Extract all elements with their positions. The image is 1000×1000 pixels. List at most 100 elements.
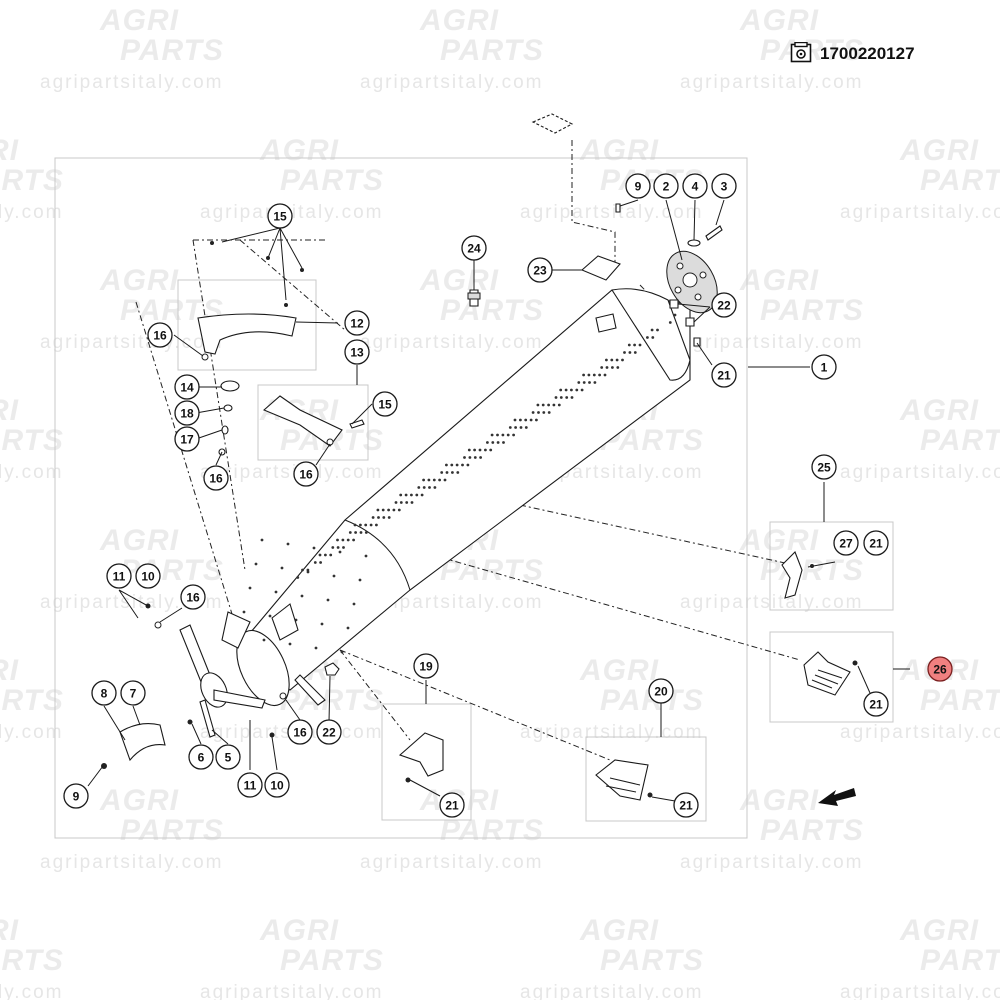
rivet-hole [638,343,642,347]
callout-3[interactable]: 3 [711,173,737,199]
rivet-hole [260,538,264,542]
callout-12[interactable]: 12 [344,310,370,336]
callout-label: 21 [717,369,731,383]
rivet-hole [490,433,494,437]
rivet-hole [588,381,591,384]
rivet-hole [600,366,604,369]
watermark-logo-text: PARTS [440,34,544,67]
callout-9[interactable]: 9 [63,783,89,809]
watermark-logo-text: AGRI [0,394,19,427]
callout-16[interactable]: 16 [287,719,313,745]
rivet-hole [463,456,466,459]
callout-4[interactable]: 4 [682,173,708,199]
watermark-logo-text: PARTS [920,164,1000,197]
rivet-hole [359,523,362,527]
callout-6[interactable]: 6 [188,744,214,770]
rivet-hole [331,546,335,549]
watermark-logo-text: PARTS [600,944,704,977]
callout-label: 4 [692,180,699,194]
callout-11[interactable]: 11 [106,563,132,589]
callout-22[interactable]: 22 [711,292,737,318]
callout-19[interactable]: 19 [413,653,439,679]
rivet-hole [461,463,464,467]
callout-16[interactable]: 16 [203,465,229,491]
callout-10[interactable]: 10 [264,772,290,798]
callout-10[interactable]: 10 [135,563,161,589]
callout-label: 17 [180,433,194,447]
callout-21[interactable]: 21 [673,792,699,818]
rivet-hole [377,516,380,519]
callout-16[interactable]: 16 [293,461,319,487]
rivet-hole [382,516,386,519]
rivet-hole [582,381,586,384]
callout-15[interactable]: 15 [372,391,398,417]
watermark-logo-text: AGRI [0,134,19,167]
callout-21[interactable]: 21 [863,530,889,556]
watermark-url-text: agripartsitaly.com [840,462,1000,483]
rivet-hole [519,418,522,422]
rivet-hole [450,463,454,467]
callout-25[interactable]: 25 [811,454,837,480]
callout-17[interactable]: 17 [174,426,200,452]
callout-label: 21 [869,537,883,551]
callout-label: 13 [350,346,364,360]
callout-label: 9 [635,180,642,194]
callout-21[interactable]: 21 [863,691,889,717]
watermark-logo-text: PARTS [0,684,64,717]
rivet-hole [496,433,499,437]
rivet-hole [354,531,357,534]
callout-8[interactable]: 8 [91,680,117,706]
washer-stack [218,380,240,456]
callout-26[interactable]: 26 [927,656,953,682]
rivet-hole [552,403,556,407]
callout-15[interactable]: 15 [267,203,293,229]
watermark-url-text: agripartsitaly.com [40,852,223,873]
rivet-hole [352,538,355,542]
watermark-url-text: agripartsitaly.com [680,852,863,873]
callout-20[interactable]: 20 [648,678,674,704]
callout-11[interactable]: 11 [237,772,263,798]
callout-5[interactable]: 5 [215,744,241,770]
callout-label: 16 [153,329,167,343]
callout-22[interactable]: 22 [316,719,342,745]
callout-13[interactable]: 13 [344,339,370,365]
rivet-hole [432,478,436,482]
rivet-hole [399,493,403,497]
bracket-part-20 [595,759,653,801]
callout-27[interactable]: 27 [833,530,859,556]
callout-label: 25 [817,461,831,475]
callout-9[interactable]: 9 [625,173,651,199]
callout-14[interactable]: 14 [174,374,200,400]
callout-21[interactable]: 21 [711,362,737,388]
watermark-layer: AGRIPARTSagripartsitaly.comAGRIPARTSagri… [0,4,1000,1000]
rivet-hole [392,508,396,512]
catalog-page-icon [790,41,812,64]
tube-holes [236,313,677,654]
rivet-hole [326,598,330,602]
callout-24[interactable]: 24 [461,235,487,261]
rivet-hole [502,441,505,444]
rivet-hole [348,531,352,534]
rivet-hole [422,486,426,489]
callout-16[interactable]: 16 [147,322,173,348]
callout-23[interactable]: 23 [527,257,553,283]
callout-21[interactable]: 21 [439,792,465,818]
callout-label: 9 [73,790,80,804]
rivet-hole [329,553,333,557]
diagram-frame [54,157,748,839]
watermark-url-text: agripartsitaly.com [520,982,703,1000]
watermark-logo-text: AGRI [739,4,819,37]
arrow-icon [818,788,856,806]
rivet-hole [352,602,356,606]
rivet-hole [387,508,390,512]
callout-18[interactable]: 18 [174,400,200,426]
callout-16[interactable]: 16 [180,584,206,610]
callout-1[interactable]: 1 [811,354,837,380]
watermark-logo-text: AGRI [739,784,819,817]
callout-7[interactable]: 7 [120,680,146,706]
callout-label: 5 [225,751,232,765]
rivet-hole [242,610,246,614]
rivet-hole [535,418,538,422]
rivet-hole [656,328,659,332]
callout-2[interactable]: 2 [653,173,679,199]
